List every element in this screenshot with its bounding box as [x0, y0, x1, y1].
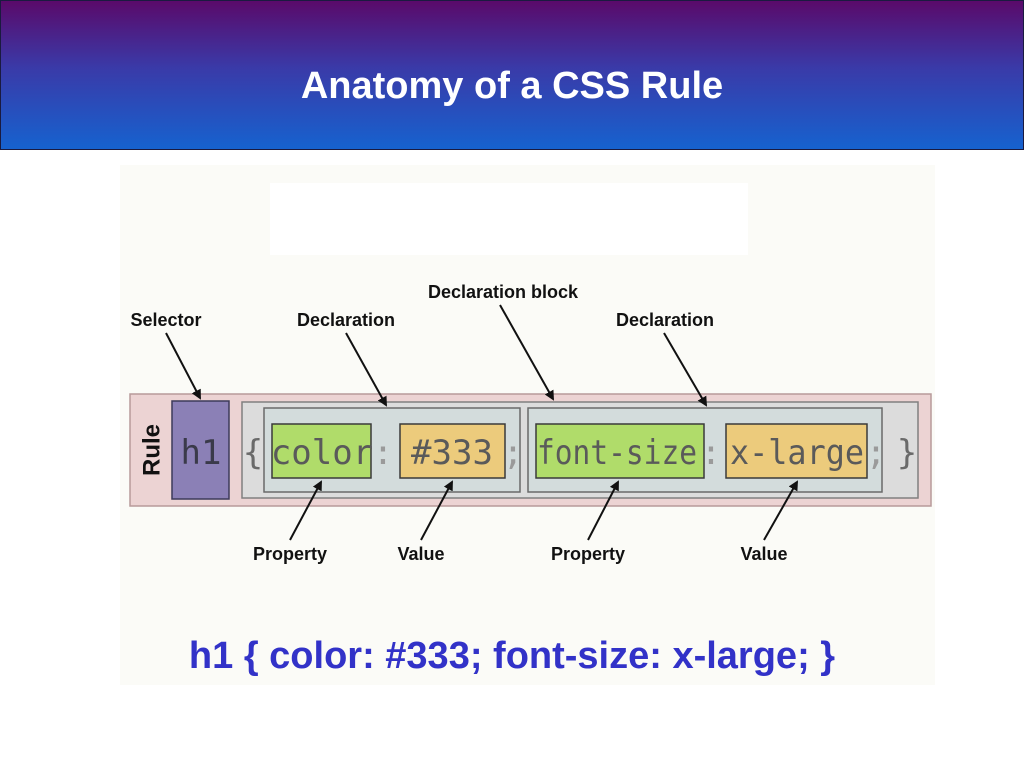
property-box-2 — [535, 423, 705, 479]
selector-arrow — [165, 332, 201, 400]
slide-header — [0, 0, 1024, 150]
selector-box — [171, 400, 230, 500]
declaration-block-label: Declaration block — [428, 282, 579, 302]
rule-label: Rule — [139, 424, 166, 476]
value-arrow-1 — [420, 480, 453, 541]
code-property-2: font-size — [537, 433, 697, 473]
declaration-label-2: Declaration — [616, 310, 714, 330]
property-arrow-1 — [289, 480, 322, 541]
property-box-1 — [271, 423, 372, 479]
property-arrow-2 — [587, 480, 619, 541]
property-label-1: Property — [253, 544, 327, 564]
code-close-brace: } — [897, 433, 917, 473]
code-value-2: x-large — [730, 433, 864, 473]
slide-title: Anatomy of a CSS Rule — [300, 65, 724, 107]
code-semicolon-2: ; — [866, 433, 886, 473]
declaration-block-arrow — [499, 304, 554, 401]
declaration-label-1: Declaration — [297, 310, 395, 330]
code-semicolon-1: ; — [503, 433, 523, 473]
diagram-blank-area — [270, 183, 748, 255]
declaration-arrow-2 — [663, 332, 708, 407]
code-property-1: color — [271, 433, 373, 473]
value-label-2: Value — [740, 544, 787, 564]
code-value-1: #333 — [411, 433, 493, 473]
value-box-1 — [399, 423, 506, 479]
code-colon-1: : — [373, 433, 393, 473]
declaration-arrow-1 — [345, 332, 387, 407]
selector-label: Selector — [130, 310, 201, 330]
value-arrow-2 — [763, 480, 798, 541]
value-label-1: Value — [397, 544, 444, 564]
code-open-brace: { — [243, 433, 263, 473]
code-example: h1 { color: #333; font-size: x-large; } — [188, 635, 836, 677]
value-box-2 — [725, 423, 868, 479]
property-label-2: Property — [551, 544, 625, 564]
code-colon-2: : — [701, 433, 721, 473]
code-selector: h1 — [181, 433, 222, 473]
